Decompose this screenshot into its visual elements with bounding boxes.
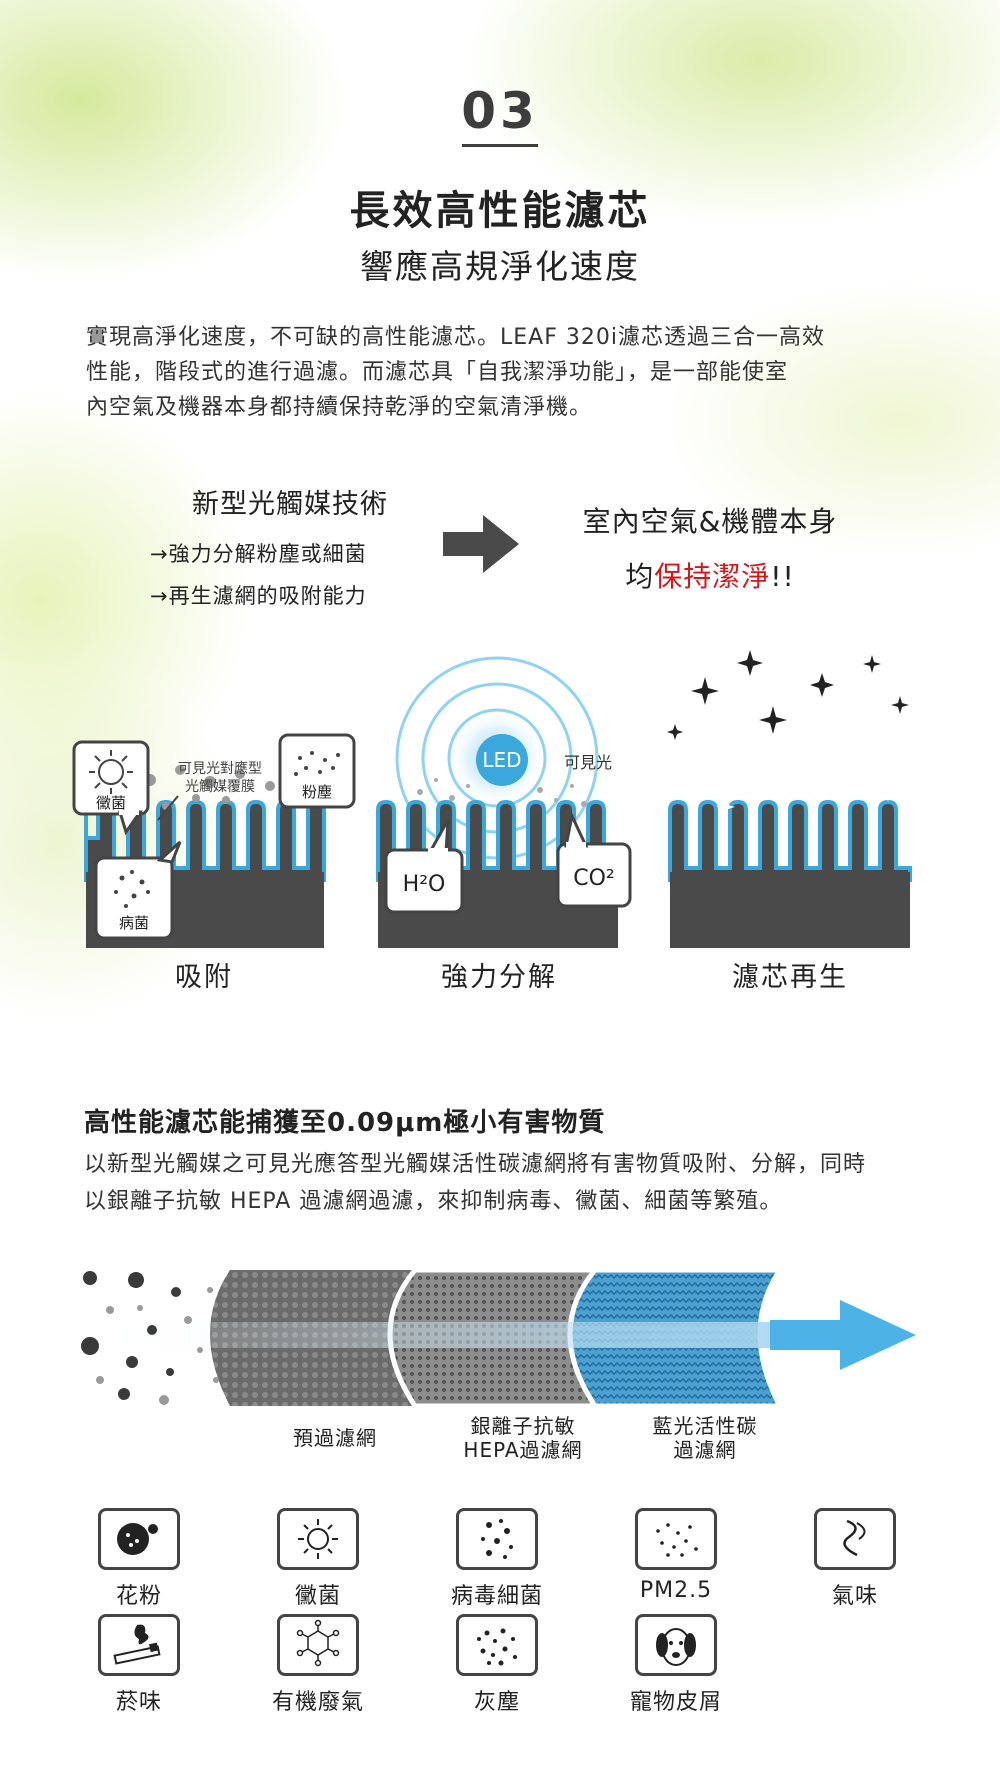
pollutant-item: 寵物皮屑 — [611, 1614, 741, 1716]
pollutant-label: 氣味 — [831, 1584, 878, 1609]
sparkle-icon — [717, 738, 903, 816]
filter-layers-diagram — [80, 1267, 916, 1409]
section-number-underline — [462, 144, 538, 147]
pollutant-item: 黴菌 — [253, 1508, 383, 1610]
pollutant-label: 菸味 — [115, 1690, 162, 1715]
intro-line: 內空氣及機器本身都持續保持乾淨的空氣清淨機。 — [86, 395, 593, 420]
co2-label: CO² — [573, 866, 615, 891]
intro-paragraph: 實現高淨化速度，不可缺的高性能濾芯。LEAF 320i濾芯透過三合一高效 性能，… — [86, 320, 916, 425]
filter-label-hepa: 銀離子抗敏 HEPA過濾網 — [443, 1414, 603, 1462]
section-number: 03 — [461, 82, 539, 140]
pollutant-particles — [81, 1271, 181, 1400]
feature-item: →強力分解粉塵或細菌 — [150, 542, 367, 566]
pollutant-item: PM2.5 — [611, 1508, 741, 1603]
h2o-label: H²O — [403, 872, 446, 897]
section2-line: 以銀離子抗敏 HEPA 過濾網過濾，來抑制病毒、黴菌、細菌等繁殖。 — [84, 1189, 783, 1214]
photocatalyst-process-diagram: 黴菌 粉塵 可見光對應型 光觸媒覆膜 病菌 LED 可見光 — [72, 650, 912, 948]
pollutant-item: 花粉 — [74, 1508, 204, 1610]
pm25-icon — [635, 1508, 717, 1570]
regeneration-panel — [667, 650, 912, 948]
intro-line: 性能，階段式的進行過濾。而濾芯具「自我潔淨功能」，是一部能使室 — [86, 360, 789, 385]
pollutant-item: 有機廢氣 — [253, 1614, 383, 1716]
feature-heading: 新型光觸媒技術 — [192, 489, 388, 520]
result-line: 室內空氣&機體本身 — [582, 505, 838, 538]
bacteria-label: 病菌 — [119, 914, 149, 932]
virus-bacteria-icon — [456, 1508, 538, 1570]
pollutant-item: 菸味 — [74, 1614, 204, 1716]
filter-label-line: HEPA過濾網 — [463, 1438, 583, 1462]
intro-line: 實現高淨化速度，不可缺的高性能濾芯。LEAF 320i濾芯透過三合一高效 — [86, 325, 825, 350]
pollutant-label: 灰塵 — [473, 1690, 520, 1715]
feature-item: →再生濾網的吸附能力 — [150, 584, 367, 608]
pollutant-item: 氣味 — [790, 1508, 920, 1610]
smoke-icon — [98, 1614, 180, 1676]
visible-light-label: 可見光 — [564, 753, 612, 772]
filter-label-line: 藍光活性碳 — [652, 1414, 758, 1438]
mold-label: 黴菌 — [96, 794, 126, 812]
sparkle-icon — [667, 650, 909, 740]
pollutant-label: 花粉 — [115, 1584, 162, 1609]
right-arrow-icon — [443, 515, 519, 573]
diagram-caption: 濾芯再生 — [732, 962, 848, 993]
organic-gas-icon — [277, 1614, 359, 1676]
filter-label-pre: 預過濾網 — [293, 1426, 377, 1450]
pollen-icon — [98, 1508, 180, 1570]
pollutant-label: 病毒細菌 — [450, 1584, 543, 1609]
dust-label: 粉塵 — [302, 783, 332, 801]
result-prefix: 均 — [625, 560, 655, 593]
filter-label-line: 過濾網 — [673, 1438, 737, 1462]
result-line: 均保持潔淨!! — [560, 555, 860, 595]
filter-label-line: 銀離子抗敏 — [470, 1414, 576, 1438]
result-suffix: !! — [770, 560, 795, 593]
filter-label-carbon: 藍光活性碳 過濾網 — [630, 1414, 780, 1462]
section2-title: 高性能濾芯能捕獲至0.09μm極小有害物質 — [84, 1108, 606, 1138]
mold-icon — [277, 1508, 359, 1570]
coating-label: 可見光對應型 — [178, 760, 262, 777]
diagram-caption: 強力分解 — [441, 962, 557, 993]
decomposition-panel: LED 可見光 H²O CO² — [376, 656, 632, 948]
pollutant-label: PM2.5 — [639, 1578, 713, 1603]
pollutant-label: 寵物皮屑 — [629, 1690, 722, 1715]
pollutant-label: 有機廢氣 — [271, 1690, 364, 1715]
pollutant-label: 黴菌 — [294, 1584, 341, 1609]
section2-paragraph: 以新型光觸媒之可見光應答型光觸媒活性碳濾網將有害物質吸附、分解，同時 以銀離子抗… — [84, 1146, 924, 1220]
pet-dander-icon — [635, 1614, 717, 1676]
odor-icon — [814, 1508, 896, 1570]
adsorption-panel: 黴菌 粉塵 可見光對應型 光觸媒覆膜 病菌 — [72, 733, 356, 948]
result-highlight: 保持潔淨 — [654, 560, 771, 593]
page-subtitle: 響應高規淨化速度 — [360, 247, 640, 286]
dust-icon — [456, 1614, 538, 1676]
page-title: 長效高性能濾芯 — [349, 188, 651, 234]
section2-line: 以新型光觸媒之可見光應答型光觸媒活性碳濾網將有害物質吸附、分解，同時 — [84, 1152, 867, 1177]
coating-label: 光觸媒覆膜 — [185, 779, 255, 795]
pollutant-item: 病毒細菌 — [432, 1508, 562, 1610]
pollutant-item: 灰塵 — [432, 1614, 562, 1716]
diagram-caption: 吸附 — [175, 962, 233, 993]
led-label: LED — [482, 748, 521, 772]
